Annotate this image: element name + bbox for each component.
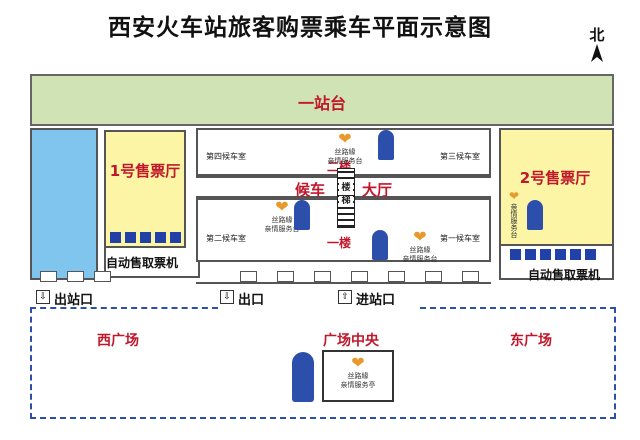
gate [425, 271, 442, 282]
exit-west-label: 出站口 [54, 293, 94, 308]
platform-label: 一站台 [297, 94, 346, 113]
staff-figure-icon [372, 230, 388, 260]
gate-row-center [240, 271, 479, 282]
hall-right-label: 大厅 [362, 181, 393, 199]
ticket-machine [110, 232, 121, 243]
ticket-machines-left-label: 自动售取票机 [106, 256, 179, 270]
ticket-machine [170, 232, 181, 243]
platform-1 [30, 74, 614, 126]
service-logo-lower: ❤ 丝路緣 亲情服务台 [388, 228, 452, 264]
hall-2-outline [499, 246, 614, 280]
staff-figure-icon [527, 200, 543, 230]
gate [40, 271, 57, 282]
waiting-room-1-label: 第一候车室 [440, 234, 480, 243]
ticket-machine [510, 249, 521, 260]
booth-subtitle: 亲情服务亭 [340, 381, 376, 389]
ticket-machine [125, 232, 136, 243]
ticket-machine-row-right [510, 249, 596, 260]
east-plaza-label: 东广场 [510, 333, 552, 349]
ticket-hall-1 [104, 130, 186, 248]
ticket-machine [155, 232, 166, 243]
hall-1-outline [104, 248, 200, 278]
ticket-machine [540, 249, 551, 260]
stairs-label-top: 楼 [339, 183, 353, 194]
hall-left-label: 候车 [295, 181, 326, 199]
north-label: 北 [589, 26, 605, 44]
service-logo-left: ❤ 丝路緣 亲情服务台 [250, 198, 314, 234]
entrance-door-icon: ⇧ [338, 290, 352, 304]
page-title: 西安火车站旅客购票乘车平面示意图 [108, 15, 492, 41]
ticket-machine-row-left [110, 232, 181, 243]
service-logo-upper: ❤ 丝路緣 亲情服务台 [313, 130, 377, 166]
gate [314, 271, 331, 282]
service-logo-vertical-text: 亲情服务台 [510, 203, 518, 238]
gate-row-west [40, 271, 111, 282]
waiting-room-2-label: 第二候车室 [206, 234, 246, 243]
ticket-machine [585, 249, 596, 260]
station-plaza [30, 307, 616, 419]
ticket-machine [140, 232, 151, 243]
heart-logo-icon: ❤ [338, 129, 352, 148]
service-logo-subtitle: 亲情服务台 [402, 255, 438, 263]
plaza-top-right [420, 307, 616, 309]
heart-logo-icon: ❤ [413, 227, 427, 246]
service-booth: ❤ 丝路緣 亲情服务亭 [322, 350, 394, 402]
west-plaza-label: 西广场 [97, 333, 139, 349]
plaza-top-left [30, 307, 218, 309]
service-logo-title: 丝路緣 [334, 148, 356, 156]
gate [277, 271, 294, 282]
staff-figure-icon [294, 200, 310, 230]
ticket-machine [570, 249, 581, 260]
floor-1-label: 一楼 [327, 236, 352, 250]
service-logo-subtitle: 亲情服务台 [327, 157, 363, 165]
booth-title: 丝路緣 [347, 372, 369, 380]
north-arrow-icon [591, 44, 603, 62]
stairs-label-bottom: 梯 [339, 196, 353, 207]
service-logo-east: ❤ 亲情服务台 [505, 189, 523, 239]
ticket-hall-2-label: 2号售票厅 [519, 169, 591, 187]
exit-door-icon: ⇩ [36, 290, 50, 304]
waiting-room-3-label: 第三候车室 [440, 152, 480, 161]
ticket-machine [555, 249, 566, 260]
center-bottom-line [196, 282, 491, 284]
entrance-label: 进站口 [356, 293, 396, 308]
gate [351, 271, 368, 282]
service-logo-subtitle: 亲情服务台 [264, 225, 300, 233]
west-building [30, 128, 98, 280]
heart-logo-icon: ❤ [508, 189, 520, 203]
gate [67, 271, 84, 282]
heart-logo-icon: ❤ [275, 197, 289, 216]
staff-figure-icon [378, 130, 394, 160]
exit-mid-label: 出口 [238, 293, 265, 308]
center-plaza-label: 广场中央 [323, 333, 379, 349]
ticket-hall-1-label: 1号售票厅 [109, 162, 181, 180]
gate [94, 271, 111, 282]
ticket-machine [525, 249, 536, 260]
gate [388, 271, 405, 282]
waiting-room-4-label: 第四候车室 [206, 152, 246, 161]
ticket-machines-right-label: 自动售取票机 [528, 268, 601, 282]
ticket-hall-2 [499, 128, 614, 246]
service-logo-title: 丝路緣 [271, 216, 293, 224]
exit-door-icon: ⇩ [220, 290, 234, 304]
gate [462, 271, 479, 282]
staff-figure-icon [292, 352, 314, 402]
service-logo-title: 丝路緣 [409, 246, 431, 254]
gate [240, 271, 257, 282]
heart-logo-icon: ❤ [351, 353, 365, 372]
